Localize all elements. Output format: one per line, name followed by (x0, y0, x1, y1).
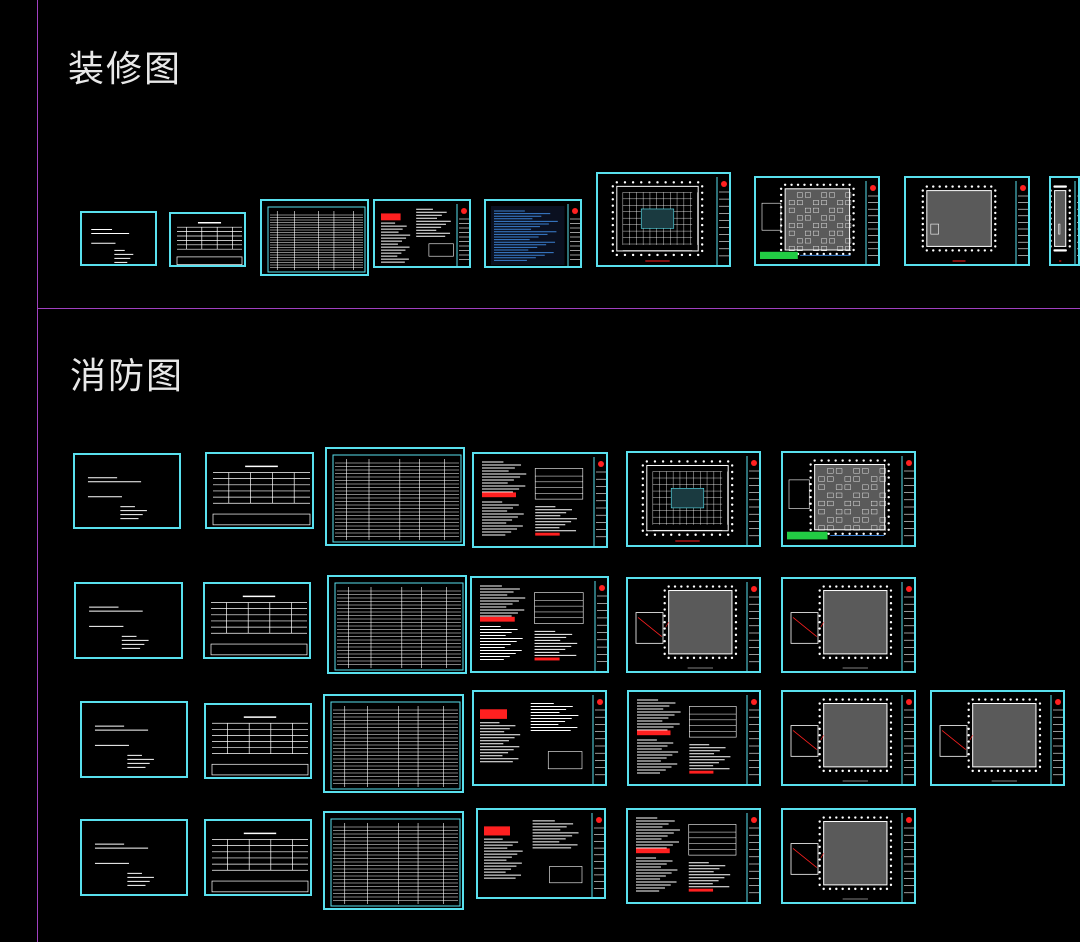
drawing-sheet-plan-white[interactable] (596, 172, 731, 267)
drawing-sheet-table[interactable] (323, 694, 464, 793)
sheet-content (480, 695, 605, 784)
sheet-content (87, 477, 147, 520)
drawing-sheet-notes-detail[interactable] (470, 576, 609, 673)
sheet-content (381, 204, 469, 266)
sheet-content (211, 832, 309, 893)
drawing-sheet-table[interactable] (327, 575, 467, 674)
drawing-sheet-notes-detail[interactable] (626, 808, 761, 904)
sheet-content (330, 818, 461, 907)
drawing-sheet-cover[interactable] (73, 453, 181, 529)
drawing-sheet-plan-grey-detail[interactable] (781, 690, 916, 786)
drawing-sheet-notes[interactable] (373, 199, 471, 268)
sheet-content (91, 229, 134, 263)
section-divider-line (37, 308, 1080, 309)
sheet-content (787, 456, 914, 545)
sheet-content (641, 456, 759, 545)
drawing-sheet-contents[interactable] (204, 819, 312, 896)
drawing-sheet-notes-detail[interactable] (472, 452, 608, 548)
sheet-content (1051, 181, 1078, 264)
drawing-sheet-contents[interactable] (205, 452, 314, 529)
sheet-content (212, 465, 311, 526)
drawing-sheet-plan-grey-detail[interactable] (781, 577, 916, 673)
vertical-guide-line (37, 0, 38, 942)
sheet-content (480, 581, 607, 671)
drawing-sheet-notes-detail[interactable] (627, 690, 761, 786)
drawing-sheet-plan-grey[interactable] (904, 176, 1030, 266)
section-title-decoration: 装修图 (68, 49, 183, 90)
sheet-content (921, 181, 1028, 264)
sheet-content (636, 813, 759, 902)
drawing-sheet-contents[interactable] (169, 212, 246, 267)
sheet-content (491, 204, 580, 266)
drawing-sheet-notes[interactable] (476, 808, 606, 899)
sheet-content (482, 457, 606, 546)
sheet-content (210, 595, 308, 656)
sheet-content (790, 813, 914, 902)
sheet-content (267, 206, 366, 273)
sheet-content (790, 582, 914, 671)
section-title-fire: 消防图 (70, 356, 185, 397)
drawing-sheet-table[interactable] (260, 199, 369, 276)
drawing-sheet-plan-white[interactable] (626, 451, 761, 547)
sheet-content (176, 222, 243, 265)
sheet-content (94, 843, 154, 886)
sheet-content (484, 813, 604, 897)
drawing-sheet-blue-notes[interactable] (484, 199, 582, 268)
sheet-content (332, 454, 462, 543)
drawing-sheet-plan-grey-green[interactable] (754, 176, 880, 266)
sheet-content (611, 177, 729, 265)
drawing-sheet-notes[interactable] (472, 690, 607, 786)
sheet-content (939, 695, 1063, 784)
sheet-content (334, 582, 464, 671)
drawing-sheet-plan-grey-detail[interactable] (781, 808, 916, 904)
drawing-sheet-cover[interactable] (74, 582, 183, 659)
sheet-content (211, 716, 309, 776)
drawing-sheet-cover[interactable] (80, 819, 188, 896)
sheet-content (637, 695, 759, 784)
sheet-content (330, 701, 461, 790)
drawing-sheet-table[interactable] (325, 447, 465, 546)
drawing-sheet-plan-grey[interactable] (1049, 176, 1080, 266)
sheet-content (790, 695, 914, 784)
drawing-sheet-contents[interactable] (203, 582, 311, 659)
drawing-sheet-plan-grey-detail[interactable] (626, 577, 761, 673)
drawing-sheet-cover[interactable] (80, 211, 157, 266)
sheet-content (89, 606, 149, 649)
drawing-sheet-table[interactable] (323, 811, 464, 910)
sheet-content (94, 725, 154, 768)
sheet-content (760, 181, 878, 264)
drawing-sheet-plan-grey-green[interactable] (781, 451, 916, 547)
drawing-sheet-contents[interactable] (204, 703, 312, 779)
sheet-content (635, 582, 759, 671)
drawing-sheet-plan-grey-detail[interactable] (930, 690, 1065, 786)
drawing-sheet-cover[interactable] (80, 701, 188, 778)
